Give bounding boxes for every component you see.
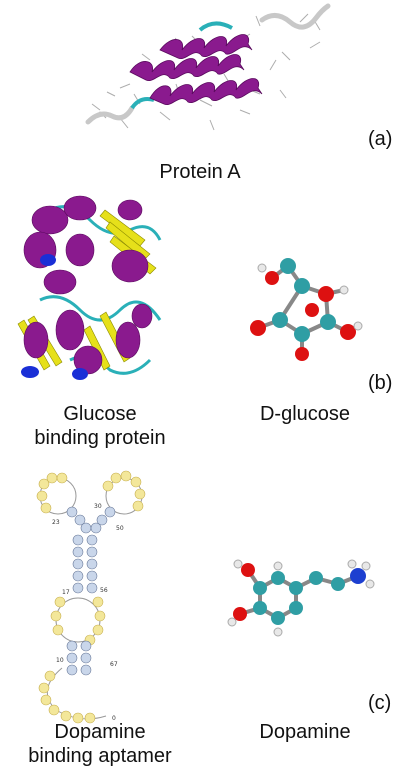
panel-b-tag: (b) — [368, 372, 393, 394]
gbp-turn — [40, 254, 56, 266]
protein-a-turn — [198, 21, 233, 32]
aptamer-num-30: 30 — [94, 503, 102, 510]
dopamine-molecule — [227, 559, 375, 637]
gbp-caption-line2: binding protein — [34, 427, 166, 449]
protein-a-helices — [129, 34, 263, 106]
aptamer-caption-line1: Dopamine — [54, 721, 146, 743]
protein-a-turn — [130, 97, 155, 110]
glucose-binding-protein-structure — [17, 195, 162, 380]
aptamer-num-67: 67 — [110, 661, 118, 668]
aptamer-num-10: 10 — [56, 657, 64, 664]
d-glucose-molecule — [250, 258, 363, 361]
aptamer-caption: Dopamine binding aptamer — [0, 720, 200, 768]
d-glucose-caption: D-glucose — [259, 403, 351, 425]
gbp-turn — [72, 368, 88, 380]
panel-a-tag: (a) — [368, 128, 393, 150]
dopamine-aptamer-structure: 30 23 50 17 56 10 67 0 — [36, 470, 146, 724]
protein-a-coil-left — [85, 105, 135, 125]
protein-a-structure — [85, 3, 331, 131]
dopamine-caption: Dopamine — [259, 721, 351, 743]
aptamer-num-0: 0 — [112, 715, 116, 722]
aptamer-num-50: 50 — [116, 525, 124, 532]
aptamer-caption-line2: binding aptamer — [28, 745, 172, 767]
aptamer-num-17: 17 — [62, 589, 70, 596]
gbp-caption-line1: Glucose — [63, 403, 137, 425]
aptamer-num-56: 56 — [100, 587, 108, 594]
gbp-helices — [23, 195, 153, 375]
gbp-caption: Glucose binding protein — [0, 402, 200, 450]
protein-a-coil-right — [259, 3, 331, 30]
panel-c-tag: (c) — [368, 692, 392, 714]
gbp-turn — [21, 366, 39, 378]
aptamer-num-23: 23 — [52, 519, 60, 526]
protein-a-caption: Protein A — [159, 161, 241, 183]
